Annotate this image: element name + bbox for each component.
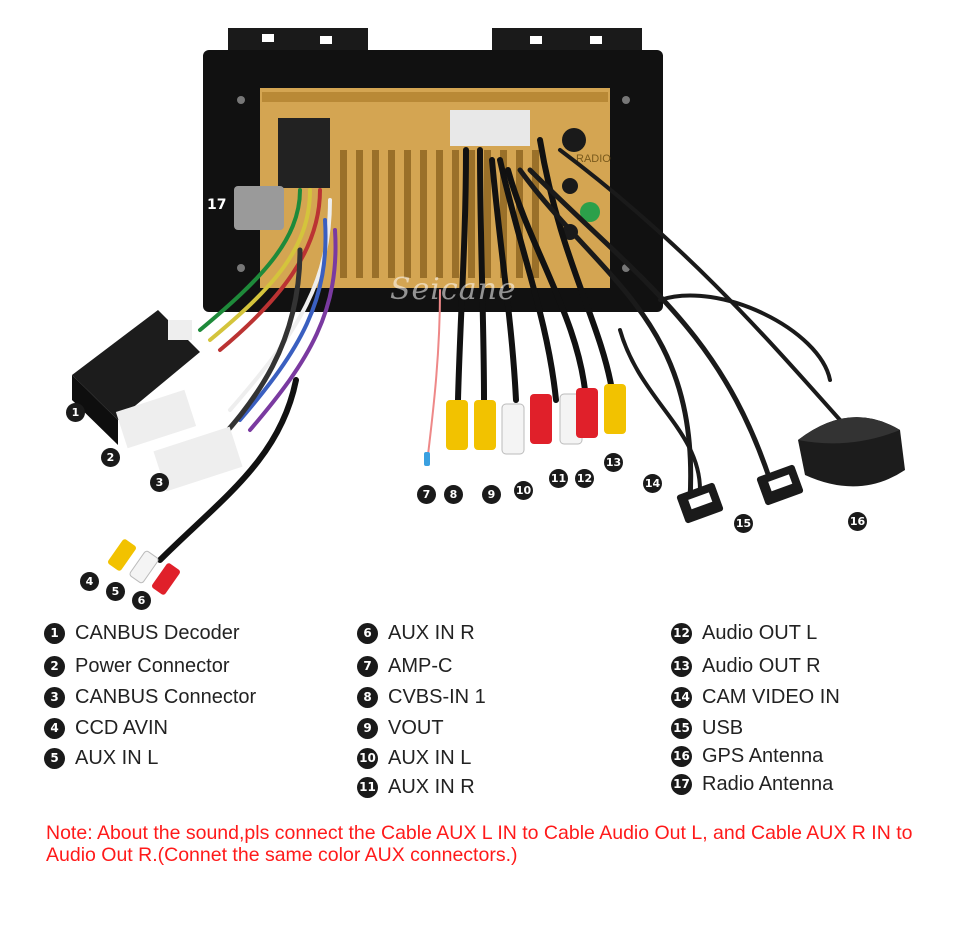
center-rca-jacks <box>424 384 626 466</box>
legend-item-9: 9 VOUT <box>357 715 444 741</box>
legend-item-3: 3 CANBUS Connector <box>44 684 256 710</box>
legend-item-14: 14 CAM VIDEO IN <box>671 684 840 710</box>
legend-number-badge: 11 <box>357 776 378 798</box>
watermark: Seicane <box>390 272 517 307</box>
callout-4: 4 <box>80 572 99 591</box>
legend-number-badge: 4 <box>44 717 65 739</box>
legend-label: AMP-C <box>388 654 453 677</box>
callout-5: 5 <box>106 582 125 601</box>
legend-number-badge: 17 <box>671 773 692 795</box>
radio-label: RADIO <box>576 153 611 165</box>
legend-number-badge: 7 <box>357 655 378 677</box>
legend-number-badge: 1 <box>44 622 65 644</box>
legend-item-2: 2 Power Connector <box>44 653 230 679</box>
legend-label: CANBUS Decoder <box>75 621 240 644</box>
legend-item-8: 8 CVBS-IN 1 <box>357 684 486 710</box>
callout-17: 17 <box>207 197 227 213</box>
canbus-connector-plug <box>153 426 243 492</box>
usb-plugs <box>676 464 804 524</box>
callout-12: 12 <box>575 469 594 488</box>
legend-item-7: 7 AMP-C <box>357 653 452 679</box>
radio-antenna-connector <box>234 186 284 230</box>
legend-item-5: 5 AUX IN L <box>44 745 158 771</box>
legend-label: GPS Antenna <box>702 744 824 767</box>
legend-label: AUX IN L <box>388 746 472 769</box>
legend-number-badge: 10 <box>357 747 378 769</box>
sound-connection-note: Note: About the sound,pls connect the Ca… <box>46 822 913 866</box>
callout-8: 8 <box>444 485 463 504</box>
legend-label: Power Connector <box>75 654 230 677</box>
legend-number-badge: 5 <box>44 747 65 769</box>
legend-number-badge: 2 <box>44 655 65 677</box>
legend-item-16: 16 GPS Antenna <box>671 743 823 769</box>
legend-number-badge: 13 <box>671 655 692 677</box>
head-unit-wiring-photo: RADIO <box>72 28 905 595</box>
legend-label: CAM VIDEO IN <box>702 685 840 708</box>
legend-number-badge: 14 <box>671 686 692 708</box>
legend-item-4: 4 CCD AVIN <box>44 715 168 741</box>
power-connector-plug <box>115 389 197 449</box>
legend-item-11: 11 AUX IN R <box>357 774 475 800</box>
legend-label: CVBS-IN 1 <box>388 685 486 708</box>
legend-item-12: 12 Audio OUT L <box>671 620 817 646</box>
legend-number-badge: 15 <box>671 717 692 739</box>
wire-harness <box>157 137 842 563</box>
callout-6: 6 <box>132 591 151 610</box>
legend-number-badge: 8 <box>357 686 378 708</box>
gps-antenna-puck <box>798 417 905 487</box>
legend-number-badge: 9 <box>357 717 378 739</box>
legend-number-badge: 3 <box>44 686 65 708</box>
legend-label: USB <box>702 716 744 739</box>
mounting-brackets <box>228 28 642 54</box>
legend-label: AUX IN L <box>75 746 159 769</box>
callout-3: 3 <box>150 473 169 492</box>
canbus-decoder-box <box>72 310 200 445</box>
legend-item-13: 13 Audio OUT R <box>671 653 821 679</box>
callout-10: 10 <box>514 481 533 500</box>
callout-2: 2 <box>101 448 120 467</box>
legend-number-badge: 6 <box>357 622 378 644</box>
legend-number-badge: 12 <box>671 622 692 644</box>
callout-11: 11 <box>549 469 568 488</box>
legend-item-15: 15 USB <box>671 715 743 741</box>
legend-label: Audio OUT L <box>702 621 818 644</box>
legend-label: VOUT <box>388 716 444 739</box>
legend-label: CANBUS Connector <box>75 685 257 708</box>
callout-7: 7 <box>417 485 436 504</box>
legend-label: AUX IN R <box>388 775 475 798</box>
callout-16: 16 <box>848 512 867 531</box>
legend-label: AUX IN R <box>388 621 475 644</box>
callout-14: 14 <box>643 474 662 493</box>
legend-label: Audio OUT R <box>702 654 821 677</box>
legend-item-1: 1 CANBUS Decoder <box>44 620 240 646</box>
callout-1: 1 <box>66 403 85 422</box>
legend-number-badge: 16 <box>671 745 692 767</box>
legend-item-10: 10 AUX IN L <box>357 745 471 771</box>
left-rca-plugs <box>108 539 180 595</box>
legend-item-6: 6 AUX IN R <box>357 620 475 646</box>
callout-13: 13 <box>604 453 623 472</box>
callout-9: 9 <box>482 485 501 504</box>
callout-15: 15 <box>734 514 753 533</box>
legend-label: CCD AVIN <box>75 716 168 739</box>
legend-label: Radio Antenna <box>702 772 834 795</box>
legend-item-17: 17 Radio Antenna <box>671 771 833 797</box>
